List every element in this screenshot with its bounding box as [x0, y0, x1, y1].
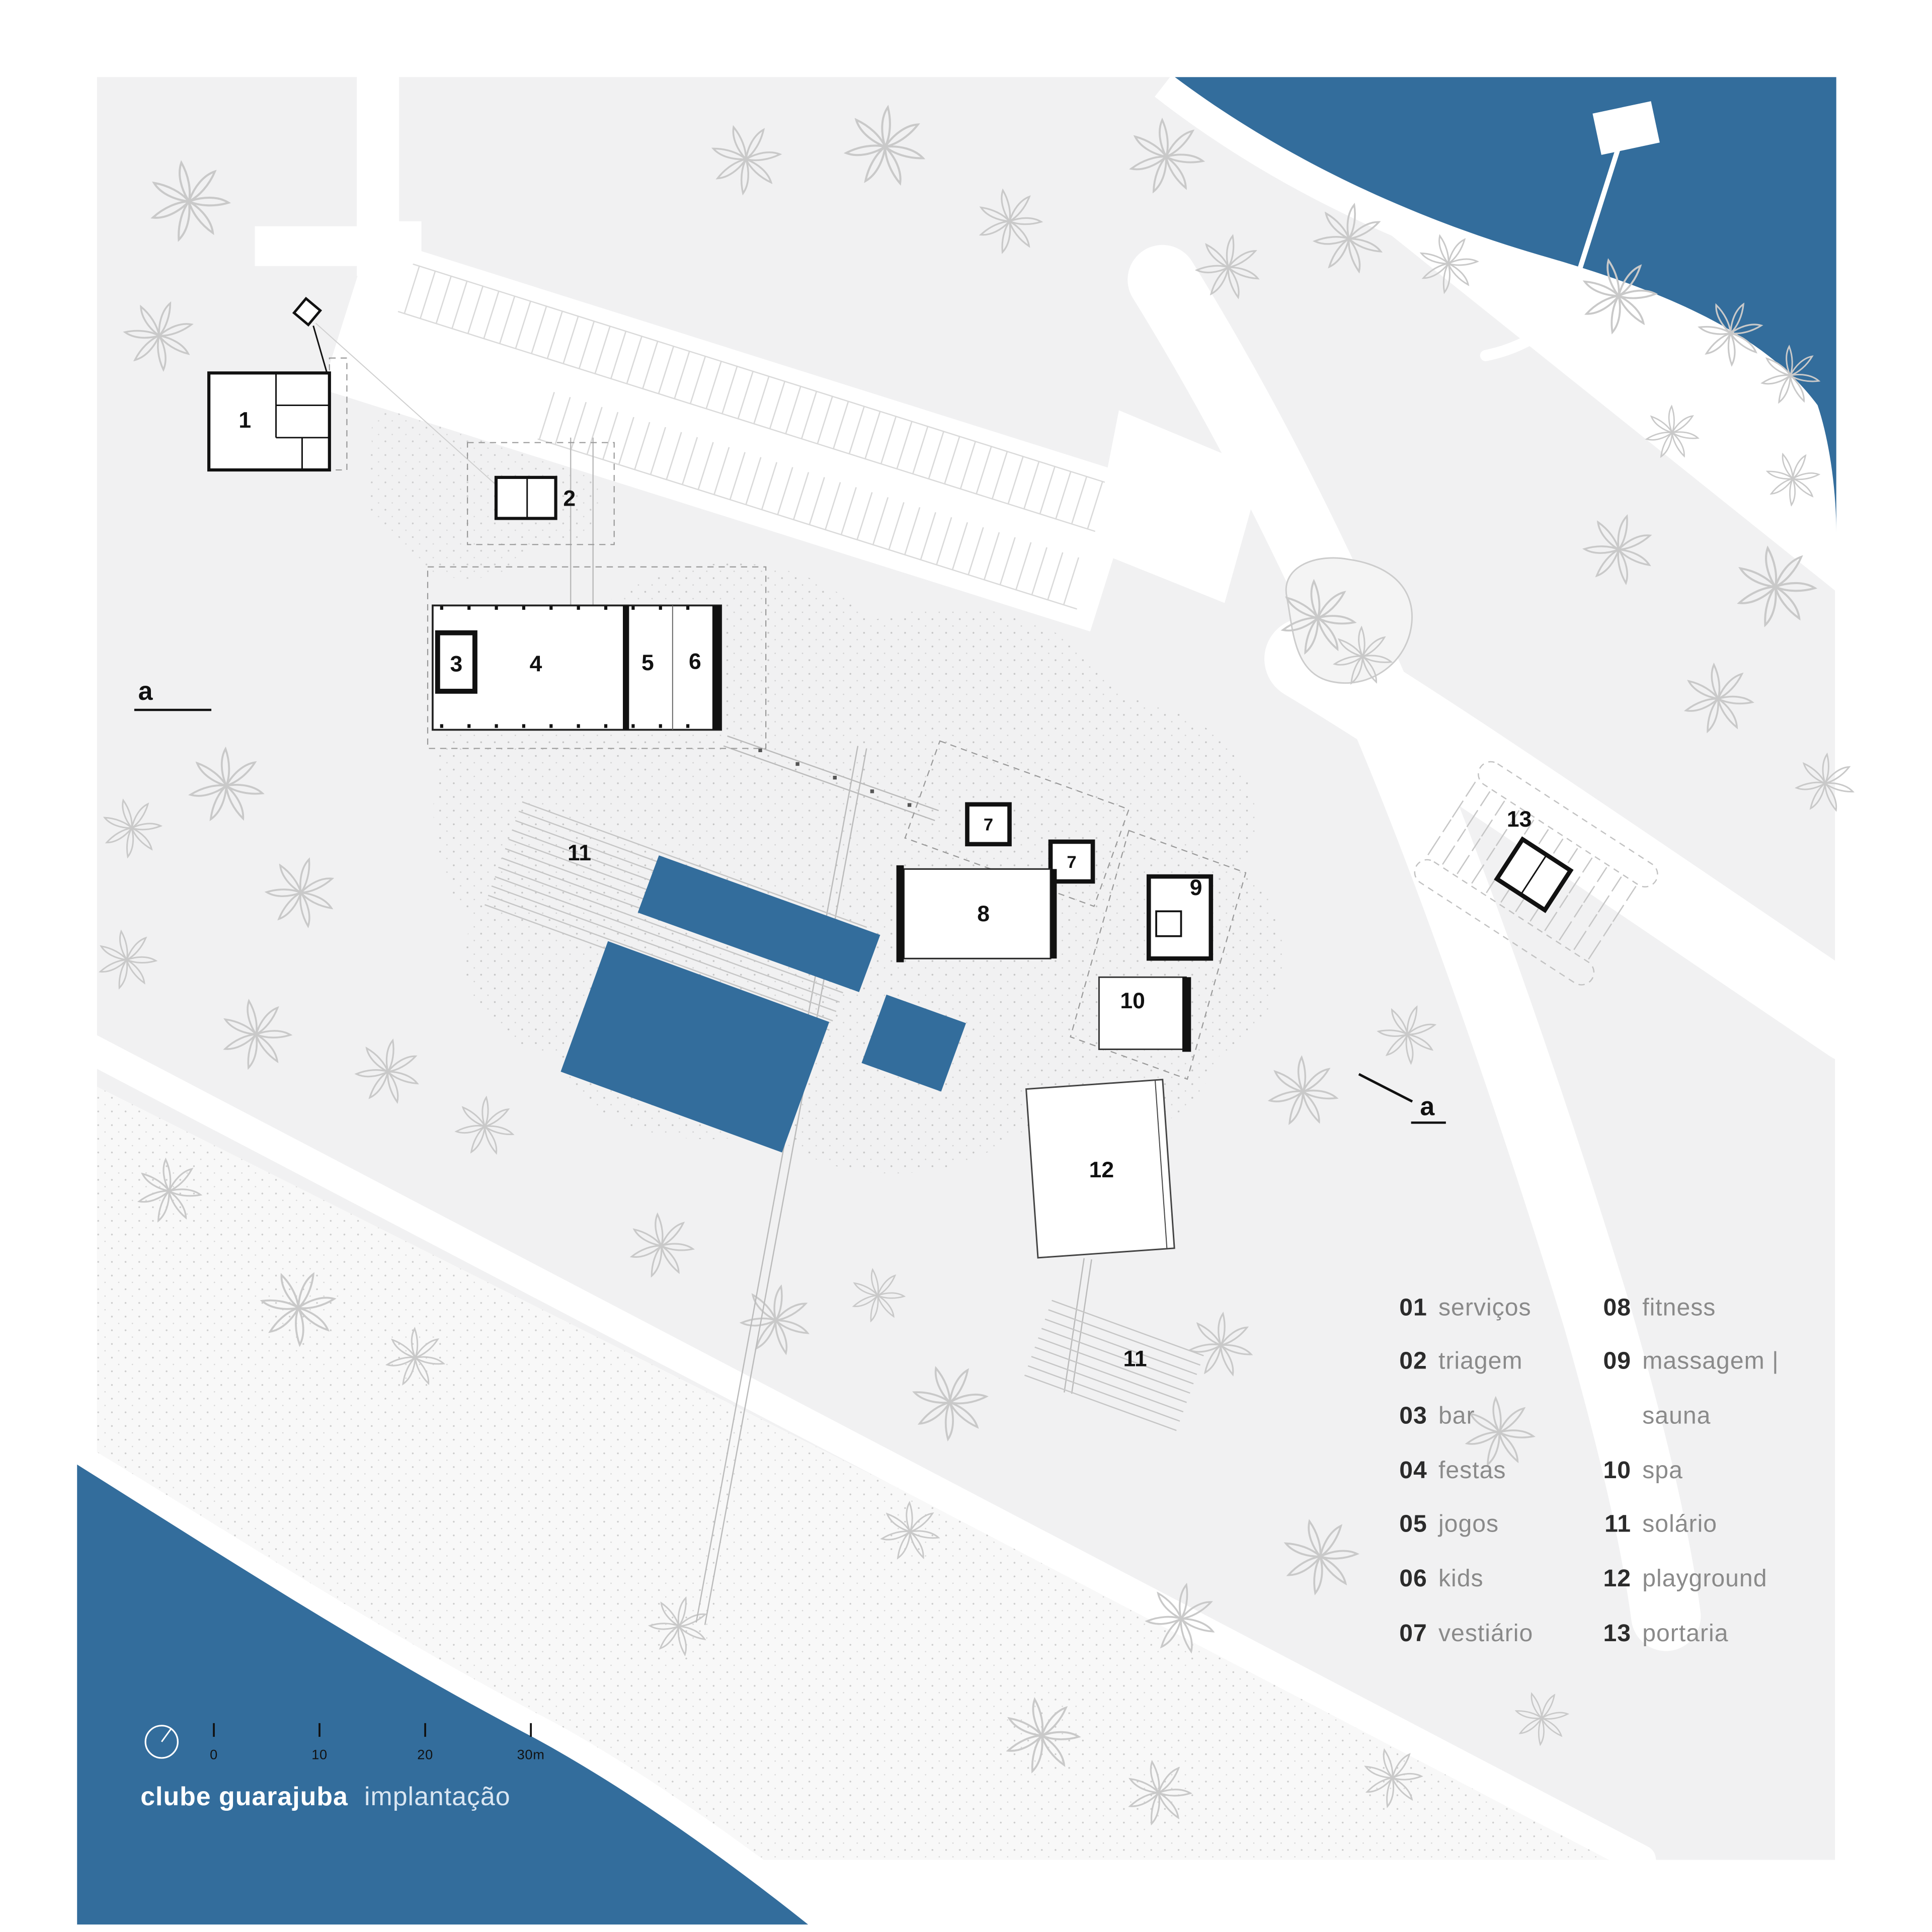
legend-label: fitness	[1642, 1294, 1716, 1321]
section-marker-left: a	[134, 676, 212, 711]
water-bottom-left	[77, 1464, 809, 1925]
legend-label: triagem	[1438, 1347, 1523, 1375]
legend: 01 serviços 02 triagem 03 bar 04 festas …	[1399, 1294, 1779, 1647]
buildings	[207, 296, 1658, 1259]
legend-label: jogos	[1437, 1510, 1499, 1537]
building-label-9: 9	[1190, 875, 1202, 900]
building-8-fitness	[896, 865, 1057, 962]
solario-deck-lower	[1024, 1300, 1204, 1431]
scale-tick-10: 10	[311, 1747, 328, 1762]
building-label-7a: 7	[984, 816, 993, 835]
building-label-2: 2	[563, 487, 576, 511]
legend-num: 06	[1399, 1565, 1427, 1592]
legend-num: 05	[1399, 1510, 1427, 1537]
building-2-triagem	[494, 475, 557, 520]
swimming-pools	[560, 855, 966, 1153]
legend-num: 04	[1399, 1457, 1427, 1484]
legend-label: serviços	[1438, 1294, 1532, 1321]
building-7-vestiario-a	[965, 802, 1012, 847]
plan-title-subtitle: implantação	[364, 1782, 511, 1811]
building-label-7b: 7	[1067, 853, 1076, 872]
building-label-3: 3	[450, 652, 463, 676]
section-marker-right-label: a	[1420, 1092, 1435, 1121]
building-3-6-pavilion	[432, 604, 722, 731]
legend-num: 10	[1603, 1457, 1631, 1484]
building-label-4: 4	[530, 652, 542, 676]
beach-sand	[97, 1086, 1641, 1860]
scale-tick-0: 0	[210, 1747, 218, 1762]
building-label-10: 10	[1120, 989, 1145, 1013]
building-13-portaria	[1414, 761, 1658, 986]
roads	[72, 77, 1894, 1875]
legend-label: festas	[1438, 1457, 1506, 1484]
legend-label: playground	[1642, 1565, 1767, 1592]
building-label-6: 6	[689, 649, 701, 674]
building-label-11a: 11	[568, 841, 591, 865]
legend-num: 08	[1603, 1294, 1631, 1321]
legend-label: solário	[1642, 1510, 1717, 1537]
pool-small	[861, 994, 966, 1092]
building-label-11b: 11	[1123, 1347, 1147, 1372]
legend-label: kids	[1438, 1565, 1484, 1592]
building-12-playground	[1025, 1079, 1175, 1259]
north-compass-icon	[144, 1725, 179, 1759]
scale-tick-20: 20	[417, 1747, 433, 1762]
pier	[1564, 101, 1660, 312]
building-labels: 1 2 3 4 5 6 7 7 8 9 10 11 11 12 13	[238, 408, 1532, 1372]
section-marker-left-label: a	[138, 676, 153, 705]
scale-tick-30m: 30m	[517, 1747, 545, 1762]
section-marker-right: a	[1358, 1073, 1446, 1124]
building-label-8: 8	[977, 902, 990, 926]
plan-title: clube guarajuba implantação	[140, 1782, 510, 1811]
pool-upper	[637, 855, 880, 992]
building-label-12: 12	[1089, 1158, 1114, 1182]
pool-main	[560, 941, 830, 1153]
legend-num: 12	[1603, 1565, 1631, 1592]
legend-num: 01	[1399, 1294, 1427, 1321]
legend-num: 03	[1399, 1402, 1427, 1429]
building-1-servicos	[207, 296, 331, 472]
legend-num: 09	[1603, 1347, 1631, 1375]
building-9-massagem-sauna	[1146, 874, 1214, 961]
walkways	[315, 323, 1092, 1625]
walkway-columns	[758, 748, 912, 807]
legend-label: portaria	[1642, 1620, 1728, 1647]
legend-label: bar	[1438, 1402, 1475, 1429]
scale-bar: 0 10 20 30m	[210, 1723, 545, 1762]
legend-label: vestiário	[1438, 1620, 1533, 1647]
legend-num: 02	[1399, 1347, 1427, 1375]
legend-label: spa	[1642, 1457, 1683, 1484]
legend-num: 13	[1603, 1620, 1631, 1647]
building-7-vestiario-b	[1048, 839, 1095, 884]
building-10-spa	[1098, 976, 1191, 1052]
water-top-right	[1175, 77, 1836, 532]
building-label-13: 13	[1507, 807, 1532, 832]
plan-title-name: clube guarajuba	[140, 1782, 348, 1811]
legend-num: 11	[1604, 1510, 1631, 1537]
legend-label: massagem |	[1642, 1347, 1779, 1375]
building-label-1: 1	[238, 408, 251, 433]
legend-num: 07	[1399, 1620, 1427, 1647]
legend-label: sauna	[1642, 1402, 1711, 1429]
building-label-5: 5	[641, 651, 654, 675]
